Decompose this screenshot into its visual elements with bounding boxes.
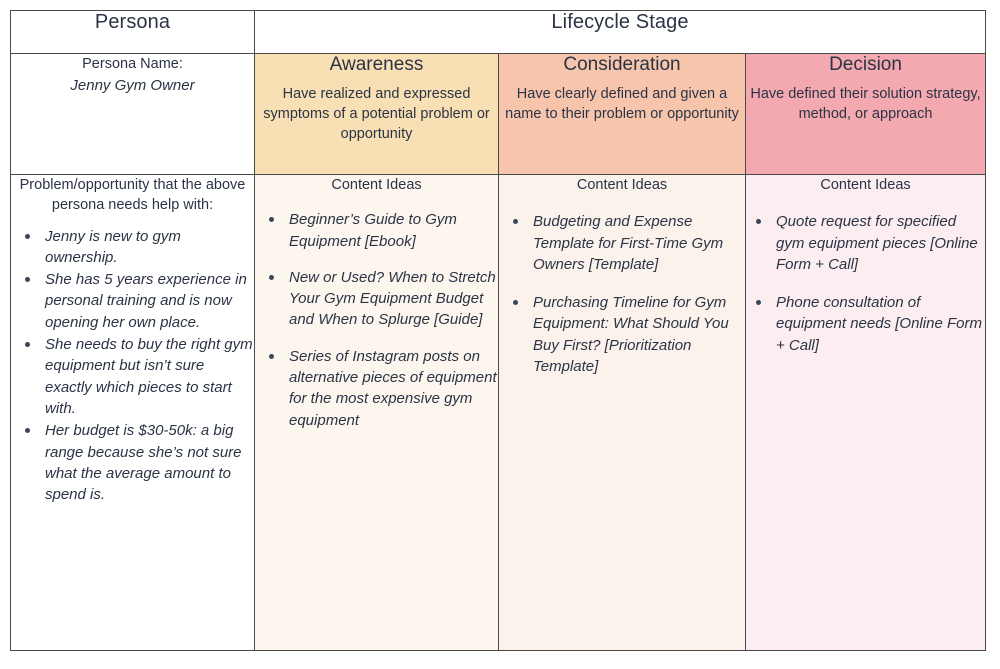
list-item: Budgeting and Expense Template for First… — [513, 211, 745, 275]
header-lifecycle-stage: Lifecycle Stage — [254, 10, 986, 54]
table-body-row: Problem/opportunity that the above perso… — [10, 174, 986, 651]
stage-description-awareness: Have realized and expressed symptoms of … — [263, 86, 490, 142]
stage-description-decision: Have defined their solution strategy, me… — [750, 86, 981, 122]
stage-header-awareness: Awareness Have realized and expressed sy… — [254, 53, 499, 175]
list-item: Series of Instagram posts on alternative… — [269, 346, 498, 431]
persona-name-label: Persona Name: — [82, 56, 183, 72]
stage-description-consideration: Have clearly defined and given a name to… — [505, 86, 739, 122]
header-persona: Persona — [10, 10, 255, 54]
stage-title-decision: Decision — [829, 54, 902, 75]
list-item: Jenny is new to gym ownership. — [25, 226, 254, 269]
stage-header-row: Persona Name: Jenny Gym Owner Awareness … — [10, 53, 986, 175]
list-item: New or Used? When to Stretch Your Gym Eq… — [269, 267, 498, 331]
problem-heading: Problem/opportunity that the above perso… — [19, 177, 246, 214]
list-item: Phone consultation of equipment needs [O… — [756, 292, 985, 356]
list-item: She needs to buy the right gym equipment… — [25, 334, 254, 419]
list-item: Her budget is $30-50k: a big range becau… — [25, 420, 254, 505]
stage-title-awareness: Awareness — [329, 54, 424, 75]
content-ideas-heading-awareness: Content Ideas — [331, 177, 422, 193]
list-item: Quote request for specified gym equipmen… — [756, 211, 985, 275]
content-ideas-consideration-cell: Content Ideas Budgeting and Expense Temp… — [498, 174, 746, 651]
content-ideas-list-consideration: Budgeting and Expense Template for First… — [499, 211, 745, 377]
content-ideas-heading-decision: Content Ideas — [820, 177, 911, 193]
list-item: Beginner’s Guide to Gym Equipment [Ebook… — [269, 209, 498, 252]
content-ideas-decision-cell: Content Ideas Quote request for specifie… — [745, 174, 986, 651]
problem-opportunity-cell: Problem/opportunity that the above perso… — [10, 174, 255, 651]
stage-header-decision: Decision Have defined their solution str… — [745, 53, 986, 175]
persona-summary-cell: Persona Name: Jenny Gym Owner — [10, 53, 255, 175]
matrix-table: Persona Lifecycle Stage Persona Name: Je… — [10, 10, 986, 651]
lifecycle-content-matrix: Persona Lifecycle Stage Persona Name: Je… — [10, 10, 986, 651]
stage-header-consideration: Consideration Have clearly defined and g… — [498, 53, 746, 175]
table-header-row: Persona Lifecycle Stage — [10, 10, 986, 54]
list-item: She has 5 years experience in personal t… — [25, 269, 254, 333]
content-ideas-list-decision: Quote request for specified gym equipmen… — [746, 211, 985, 356]
problem-bullet-list: Jenny is new to gym ownership.She has 5 … — [11, 226, 254, 506]
list-item: Purchasing Timeline for Gym Equipment: W… — [513, 292, 745, 377]
content-ideas-list-awareness: Beginner’s Guide to Gym Equipment [Ebook… — [255, 209, 498, 431]
content-ideas-awareness-cell: Content Ideas Beginner’s Guide to Gym Eq… — [254, 174, 499, 651]
persona-name-value: Jenny Gym Owner — [70, 77, 195, 95]
content-ideas-heading-consideration: Content Ideas — [576, 177, 668, 193]
stage-title-consideration: Consideration — [563, 54, 681, 75]
